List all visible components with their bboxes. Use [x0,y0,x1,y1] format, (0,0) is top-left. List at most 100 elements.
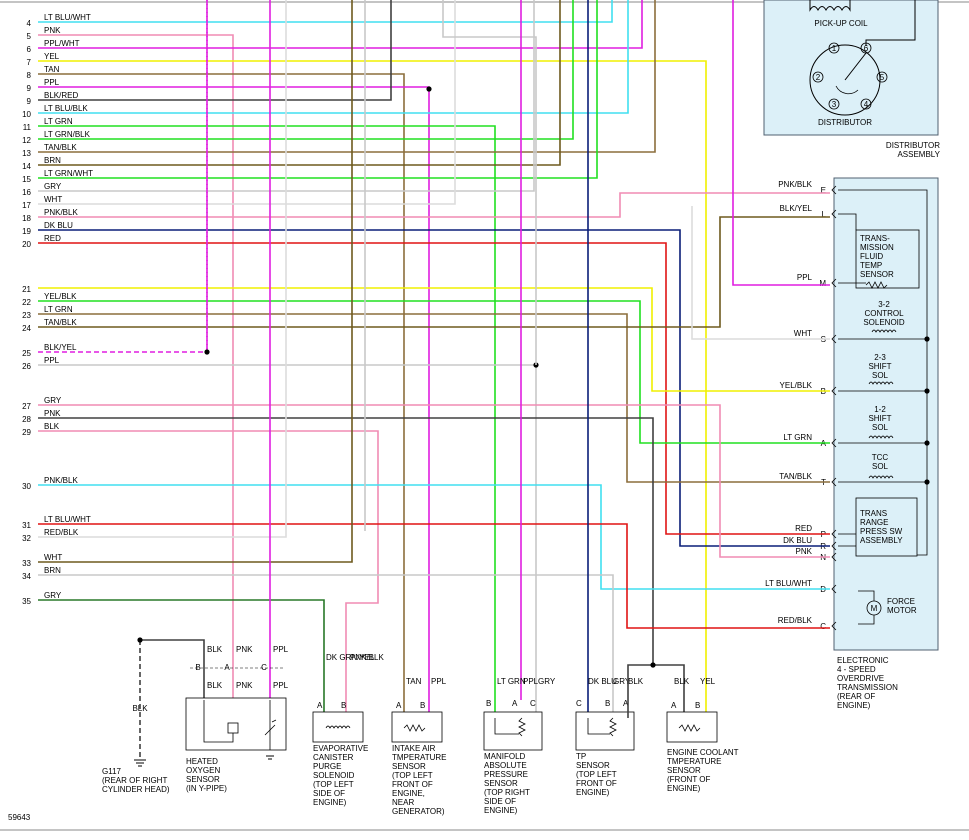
tp-sensor-label-line: (TOP LEFT [576,770,617,779]
g117-label-line: (REAR OF RIGHT [102,776,167,785]
range-switch-label-line: TRANS [860,509,887,518]
map-sensor-label-line: SENSOR [484,779,518,788]
wire-label: PNK/BLK [44,476,78,485]
trans-wire-label-line: PNK/BLK [778,180,812,189]
wire-number: 31 [22,521,31,530]
trans-wire-label: WHT [794,329,812,338]
wire-label-line: RED [44,234,61,243]
wire-number-line: 14 [22,162,31,171]
wire-number: 5 [27,32,32,41]
wire-number: 21 [22,285,31,294]
distributor-pin-label: 5 [880,73,885,82]
wire-15 [38,0,598,179]
wire-number-line: 32 [22,534,31,543]
ect-pin-line: B [695,701,700,710]
wire-label: GRY [44,396,62,405]
wire-label-line: PNK/BLK [44,208,78,217]
wire-number-line: 7 [27,58,32,67]
tp-pin-line: C [576,699,582,708]
wire-label-line: LT BLU/BLK [44,104,88,113]
wire-number: 12 [22,136,31,145]
trans-wire-label-line: DK BLU [783,536,812,545]
wire-label-line: LT GRN [44,305,73,314]
wire-7 [38,60,707,718]
wire-number: 6 [27,45,32,54]
wht-trans-s [691,206,830,340]
splice-dot-ground [137,637,143,643]
wire-number: 7 [27,58,32,67]
wire-number-line: 11 [23,123,32,132]
wire-10 [38,0,629,114]
wire-22 [38,300,830,444]
wire-number-line: 26 [22,362,31,371]
tp-pin: B [605,699,610,708]
wire-number-line: 22 [22,298,31,307]
ect-pin: B [695,701,700,710]
wire-label: LT GRN/WHT [44,169,93,178]
wire-number-line: 20 [22,240,31,249]
splice-dot-ppl-top [426,86,432,92]
map-sensor-label-line: MANIFOLD [484,752,526,761]
gry-cross [442,0,537,365]
blk-ect-wire [653,664,685,718]
ground-wire-h [140,639,205,700]
trans-wire-label: PNK/BLK [778,180,812,189]
wire-number-line: 34 [22,572,31,581]
oxygen-sensor-pin: B [195,663,200,672]
wire-label-line: RED/BLK [44,528,79,537]
trans-pin-letter: L [822,210,827,219]
trans-wire-label: LT GRN [783,433,812,442]
wire-label-line: GRY [44,591,62,600]
wire-4 [38,0,613,23]
map-sensor-label-line: (TOP RIGHT [484,788,530,797]
map-sensor-label-line: ABSOLUTE [484,761,527,770]
trans-connector-chevron [831,334,837,344]
wire-34 [38,574,614,718]
oxygen-sensor-pin-line: B [195,663,200,672]
wire-number-line: 6 [27,45,32,54]
trans-pin-letter-line: M [819,279,826,288]
iat-wire-label-line: PPL [431,677,447,686]
oxygen-sensor-wire-label-line: BLK [207,645,223,654]
tp-wire-label: DK BLU [588,677,617,686]
map-wire-label: LT GRN [497,677,526,686]
wire-number: 16 [22,188,31,197]
tp-wiper [587,718,610,735]
wire-number: 27 [22,402,31,411]
trans-connector-chevron [831,529,837,539]
map-sensor-label-line: SIDE OF [484,797,516,806]
trans-wire-label-line: BLK/YEL [780,204,813,213]
wire-label-line: GRY [44,396,62,405]
evap-solenoid-label-line: ENGINE) [313,798,347,807]
wire-number: 25 [22,349,31,358]
wire-number-line: 27 [22,402,31,411]
oxygen-sensor-wire-label: PNK [236,645,253,654]
variable-symbol [264,719,277,736]
wire-label-line: BRN [44,566,61,575]
wire-label-line: LT BLU/WHT [44,13,91,22]
shift-sol-23-label-line: SOL [872,371,889,380]
ect-wire-label: YEL [700,677,716,686]
distributor-pin-label: 6 [864,44,869,53]
solenoid-32-coil [871,329,897,333]
tcc-coil [868,475,894,479]
ect-wire-label: BLK [674,677,690,686]
trans-wire-label-line: PPL [797,273,813,282]
wire-number: 20 [22,240,31,249]
iat-sensor-box [391,711,443,743]
trans-connector-chevron [831,477,837,487]
tp-resistor [609,717,617,737]
wire-number: 34 [22,572,31,581]
trans-wire-label: YEL/BLK [780,381,813,390]
ect-sensor-label-line: ENGINE) [667,784,701,793]
